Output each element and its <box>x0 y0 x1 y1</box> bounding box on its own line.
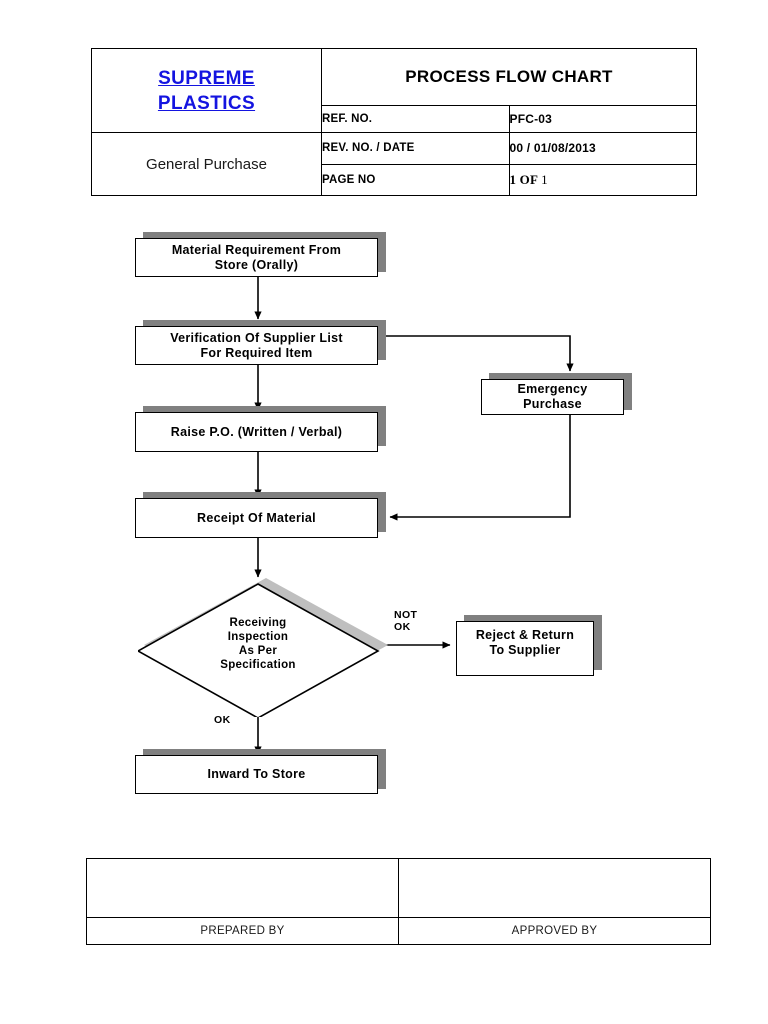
decision-line2: Inspection <box>227 631 289 643</box>
edge-label-not-ok: NOT OK <box>394 609 417 633</box>
node-verification-line2: For Required Item <box>200 345 313 360</box>
node-reject-return-supplier[interactable]: Reject & Return To Supplier <box>456 621 594 676</box>
company-name-line1: SUPREME <box>158 67 255 89</box>
approved-by-signature-cell[interactable] <box>398 858 711 918</box>
decision-line1: Receiving <box>229 617 287 629</box>
edge-label-not: NOT <box>394 609 418 621</box>
node-emergency-line2: Purchase <box>523 397 582 411</box>
node-receipt-material-label: Receipt Of Material <box>197 510 316 525</box>
node-emergency-purchase[interactable]: Emergency Purchase <box>481 379 624 415</box>
decision-line3: As Per <box>238 645 278 657</box>
decision-diamond-shape <box>138 578 388 717</box>
node-receiving-inspection-label: Receiving Inspection As Per Specificatio… <box>178 616 338 672</box>
decision-line4: Specification <box>220 659 296 671</box>
node-material-requirement-line2: Store (Orally) <box>214 257 299 272</box>
ref-no-label: REF. NO. <box>321 105 510 133</box>
node-receiving-inspection-decision[interactable] <box>138 572 388 717</box>
approved-by-label: APPROVED BY <box>398 917 711 945</box>
page-no-value: 1 OF 1 <box>508 163 697 196</box>
node-inward-to-store[interactable]: Inward To Store <box>135 755 378 794</box>
company-name-line2: PLASTICS <box>157 92 256 114</box>
node-verification-supplier-list[interactable]: Verification Of Supplier List For Requir… <box>135 326 378 365</box>
connector-verification-to-emergency <box>378 335 574 372</box>
rev-no-date-value: 00 / 01/08/2013 <box>508 132 697 165</box>
node-reject-line2: To Supplier <box>489 643 561 657</box>
node-raise-po-label: Raise P.O. (Written / Verbal) <box>170 424 343 439</box>
ref-no-value: PFC-03 <box>508 105 697 133</box>
node-raise-po[interactable]: Raise P.O. (Written / Verbal) <box>135 412 378 452</box>
page-no-label: PAGE NO <box>321 163 510 196</box>
company-logo-cell: SUPREME PLASTICS <box>91 48 322 133</box>
edge-label-ok-2nd-line: OK <box>394 621 411 633</box>
node-inward-store-label: Inward To Store <box>207 767 306 781</box>
prepared-by-label: PREPARED BY <box>86 917 399 945</box>
document-title: PROCESS FLOW CHART <box>321 48 697 106</box>
node-verification-line1: Verification Of Supplier List <box>170 330 343 345</box>
node-emergency-line1: Emergency <box>517 382 588 396</box>
node-material-requirement[interactable]: Material Requirement From Store (Orally) <box>135 238 378 277</box>
page-no-total: 1 <box>541 171 548 187</box>
node-material-requirement-line1: Material Requirement From <box>171 242 342 257</box>
decision-diamond-body <box>138 583 380 717</box>
document-header-table: SUPREME PLASTICS PROCESS FLOW CHART REF.… <box>91 48 697 196</box>
page-no-main: 1 OF <box>509 171 542 187</box>
edge-label-ok: OK <box>214 714 231 726</box>
node-receipt-of-material[interactable]: Receipt Of Material <box>135 498 378 538</box>
department-name: General Purchase <box>91 132 322 196</box>
prepared-by-signature-cell[interactable] <box>86 858 399 918</box>
node-reject-line1: Reject & Return <box>475 628 575 642</box>
signature-table: PREPARED BY APPROVED BY <box>86 858 711 945</box>
connector-emergency-to-receipt <box>389 415 571 521</box>
